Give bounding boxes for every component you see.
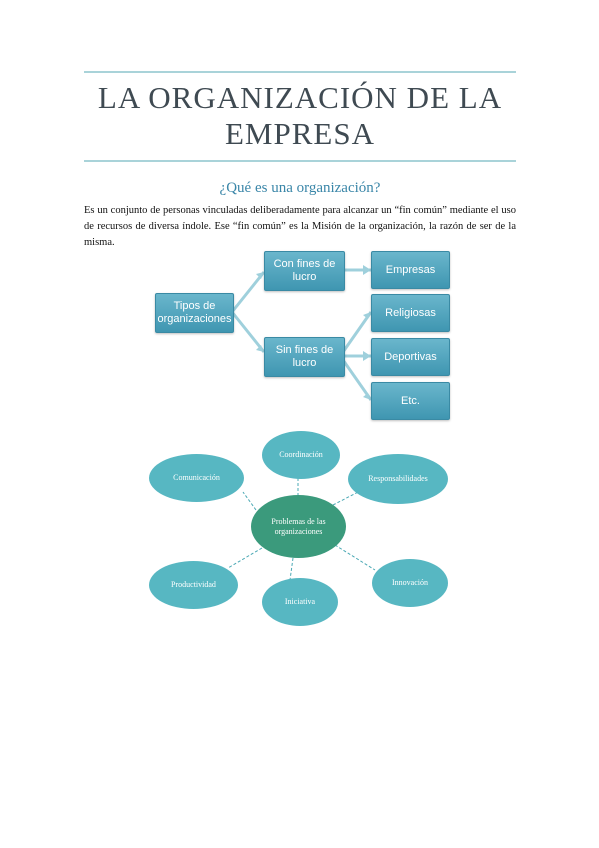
body-paragraph: Es un conjunto de personas vinculadas de… — [84, 205, 516, 248]
connector-root-con — [230, 271, 266, 313]
bottom-rule — [84, 160, 516, 162]
oval-problemas-center: Problemas de las organizaciones — [251, 495, 346, 558]
oval-responsabilidades: Responsabilidades — [348, 454, 448, 504]
box-con-fines: Con fines de lucro — [264, 251, 345, 291]
oval-productividad: Productividad — [149, 561, 238, 609]
box-tipos-root: Tipos de organizaciones — [155, 293, 234, 333]
spoke-comunicacion — [242, 491, 257, 511]
box-etc: Etc. — [371, 382, 450, 420]
box-deportivas: Deportivas — [371, 338, 450, 376]
oval-comunicacion: Comunicación — [149, 454, 244, 502]
connector-sin-etc — [341, 359, 373, 401]
connector-sin-religiosas — [341, 311, 373, 353]
connector-root-sin — [230, 311, 266, 353]
box-sin-fines: Sin fines de lucro — [264, 337, 345, 377]
oval-iniciativa: Iniciativa — [262, 578, 338, 626]
spoke-productividad — [227, 547, 263, 569]
oval-innovacion: Innovación — [372, 559, 448, 607]
section-heading: ¿Qué es una organización? — [219, 180, 381, 196]
spoke-innovacion — [334, 544, 376, 571]
page-title: LA ORGANIZACIÓN DE LA EMPRESA — [97, 80, 503, 151]
box-empresas: Empresas — [371, 251, 450, 289]
box-religiosas: Religiosas — [371, 294, 450, 332]
spoke-iniciativa — [289, 557, 294, 581]
oval-coordinacion: Coordinación — [262, 431, 340, 479]
top-rule — [84, 71, 516, 73]
